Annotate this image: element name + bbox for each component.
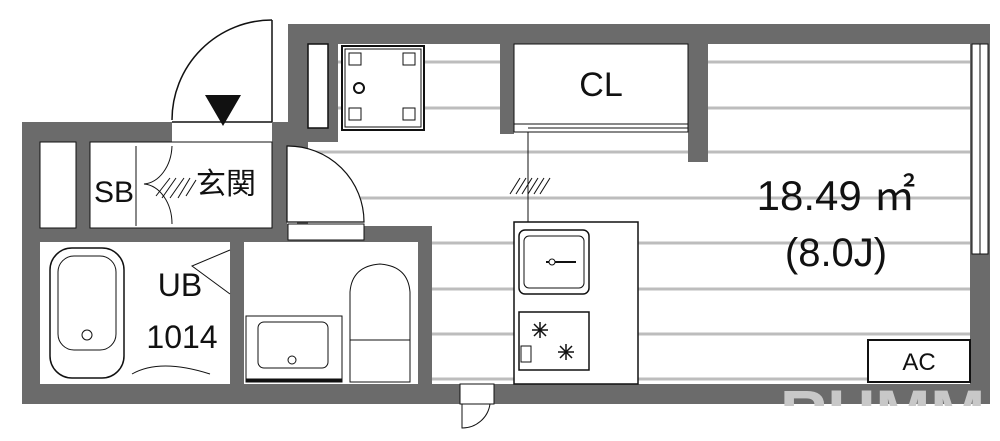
fridge-space bbox=[307, 43, 329, 129]
closet: CL bbox=[513, 43, 689, 133]
shoebox-label: SB bbox=[94, 176, 134, 209]
ac-label: AC bbox=[902, 349, 935, 376]
entrance-arrow-icon bbox=[205, 95, 241, 126]
air-conditioner: AC bbox=[867, 339, 971, 383]
kitchen-counter bbox=[513, 221, 639, 385]
bath-size: 1014 bbox=[146, 319, 217, 355]
entrance-label: 玄関 bbox=[196, 167, 256, 202]
washbasin bbox=[245, 315, 343, 383]
burner-icon bbox=[532, 322, 548, 338]
bath-door bbox=[190, 249, 231, 295]
hatch-mark bbox=[509, 177, 551, 195]
bath-label: UB bbox=[158, 267, 202, 303]
watermark: RUMM bbox=[780, 376, 985, 441]
entrance-opening bbox=[172, 122, 272, 142]
unit-bath: UB 1014 bbox=[40, 242, 231, 384]
hall-door bbox=[286, 145, 365, 223]
washing-machine bbox=[341, 45, 425, 131]
toilet-room bbox=[244, 242, 418, 384]
room-area: 18.49 ㎡ bbox=[757, 172, 916, 219]
closet-label: CL bbox=[579, 66, 622, 104]
burner-icon bbox=[558, 344, 574, 360]
toilet bbox=[349, 263, 411, 383]
shoebox-doors bbox=[143, 145, 173, 225]
window bbox=[971, 43, 989, 255]
bottom-door bbox=[461, 403, 491, 429]
room-tatami: (8.0J) bbox=[785, 231, 887, 275]
left-closet bbox=[39, 141, 77, 229]
bathtub bbox=[49, 247, 125, 379]
hatch-mark bbox=[155, 177, 197, 199]
entrance-area bbox=[89, 141, 273, 229]
